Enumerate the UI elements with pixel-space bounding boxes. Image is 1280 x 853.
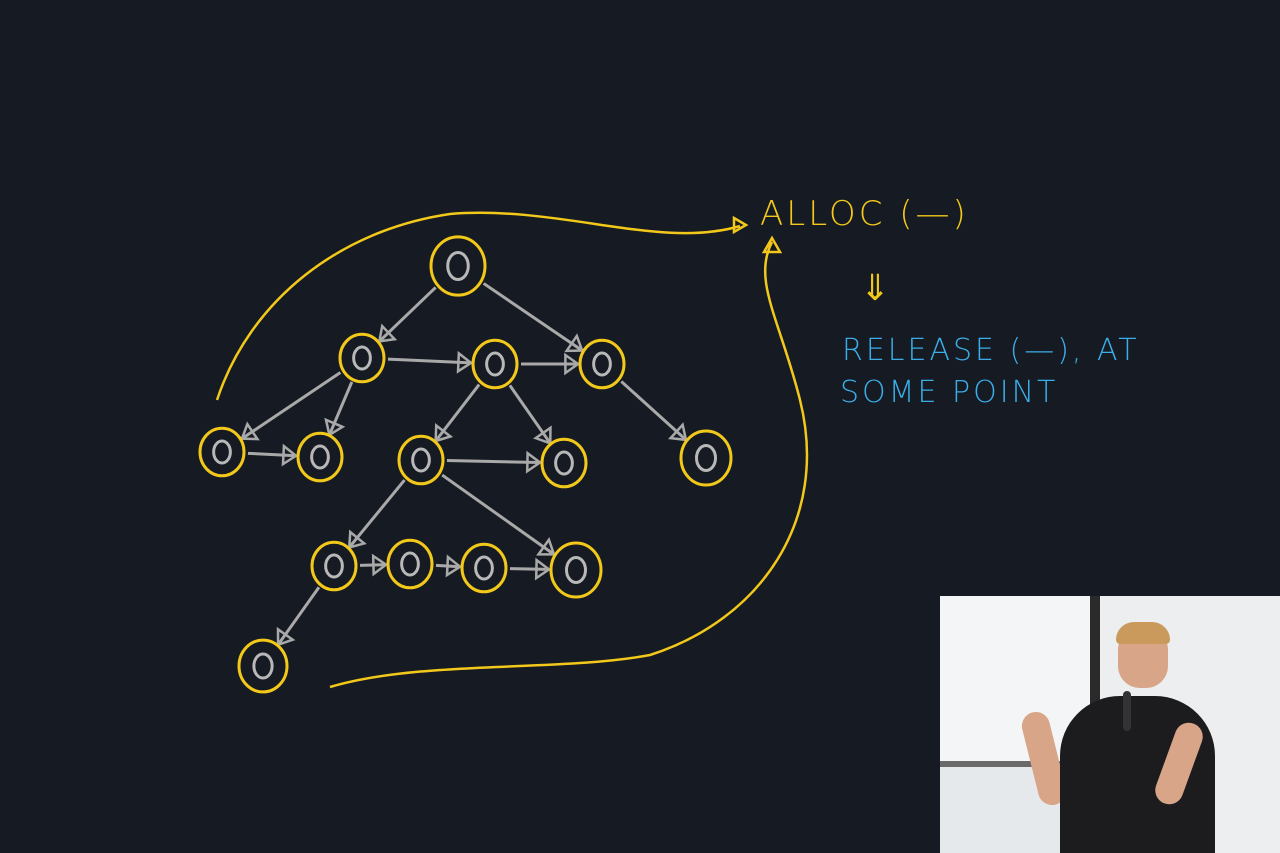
release-label-line2: SOME POINT (840, 375, 1058, 410)
graph-edge (247, 451, 297, 458)
node-object-glyph (554, 450, 574, 476)
node-ring (310, 540, 358, 592)
node-object-glyph (252, 652, 274, 680)
edge-arrowhead (240, 421, 260, 441)
graph-edges (240, 282, 688, 647)
node-object-glyph (400, 551, 420, 577)
node-ring (540, 437, 588, 489)
presenter-video-inset (940, 596, 1280, 853)
node-ring (549, 541, 603, 599)
graph-edge (446, 459, 541, 464)
edge-arrowhead (324, 417, 346, 437)
graph-edge (482, 282, 584, 352)
alloc-label: ALLOC (—) (760, 194, 969, 234)
graph-edge (387, 357, 472, 365)
graph-edge (327, 381, 354, 436)
node-ring (397, 434, 445, 486)
edge-arrowhead (434, 423, 454, 443)
node-object-glyph (310, 444, 330, 470)
graph-edge (508, 384, 552, 445)
node-object-glyph (695, 444, 717, 472)
graph-node (397, 434, 445, 486)
graph-edge (348, 479, 406, 549)
edge-arrowhead (564, 352, 581, 376)
alloc-link-arrowhead (732, 215, 749, 235)
graph-edge (509, 567, 550, 571)
node-object-glyph (485, 351, 505, 377)
release-label-line1: RELEASE (—), AT (842, 333, 1140, 368)
edge-arrowhead (456, 350, 474, 374)
microphone-icon (1123, 691, 1131, 731)
node-object-glyph (565, 556, 587, 584)
node-object-glyph (212, 439, 232, 465)
node-ring (237, 638, 289, 694)
edge-arrowhead (536, 537, 556, 556)
node-object-glyph (592, 351, 612, 377)
alloc-link-path (215, 211, 741, 401)
presenter-hair (1116, 622, 1170, 644)
graph-node (549, 541, 603, 599)
node-ring (386, 538, 434, 590)
graph-node (310, 540, 358, 592)
edge-arrowhead (276, 626, 296, 647)
graph-node (460, 542, 508, 594)
graph-edge (441, 473, 555, 556)
edge-arrowhead (377, 323, 398, 343)
edge-arrowhead (534, 557, 552, 581)
implies-arrow: ⇓ (860, 268, 893, 309)
node-object-glyph (446, 251, 470, 281)
graph-edge (241, 371, 342, 440)
graph-node (540, 437, 588, 489)
graph-node (471, 338, 519, 390)
node-ring (338, 332, 386, 384)
edge-arrowhead (281, 443, 299, 467)
node-object-glyph (324, 553, 344, 579)
node-object-glyph (411, 447, 431, 473)
graph-node (338, 332, 386, 384)
node-ring (471, 338, 519, 390)
graph-edge (620, 380, 687, 442)
node-ring (679, 429, 733, 487)
node-ring (296, 431, 344, 483)
release-link-path (329, 241, 809, 689)
node-object-glyph (474, 555, 494, 581)
graph-node (578, 338, 626, 390)
graph-node (386, 538, 434, 590)
node-ring (578, 338, 626, 390)
presenter-body (1060, 696, 1215, 853)
edge-arrowhead (564, 333, 584, 353)
graph-node (429, 235, 487, 297)
node-object-glyph (352, 345, 372, 371)
edge-arrowhead (668, 422, 688, 442)
node-ring (460, 542, 508, 594)
edge-arrowhead (525, 450, 543, 474)
graph-node (679, 429, 733, 487)
node-ring (429, 235, 487, 297)
graph-nodes (198, 235, 733, 694)
edge-arrowhead (347, 529, 367, 550)
release-link-arrowhead (761, 235, 783, 254)
graph-node (237, 638, 289, 694)
graph-edge (434, 383, 481, 442)
edge-arrowhead (371, 553, 389, 577)
graph-edge (276, 586, 321, 646)
edge-arrowhead (532, 425, 552, 446)
node-ring (198, 426, 246, 478)
graph-node (296, 431, 344, 483)
graph-node (198, 426, 246, 478)
edge-arrowhead (445, 554, 463, 578)
